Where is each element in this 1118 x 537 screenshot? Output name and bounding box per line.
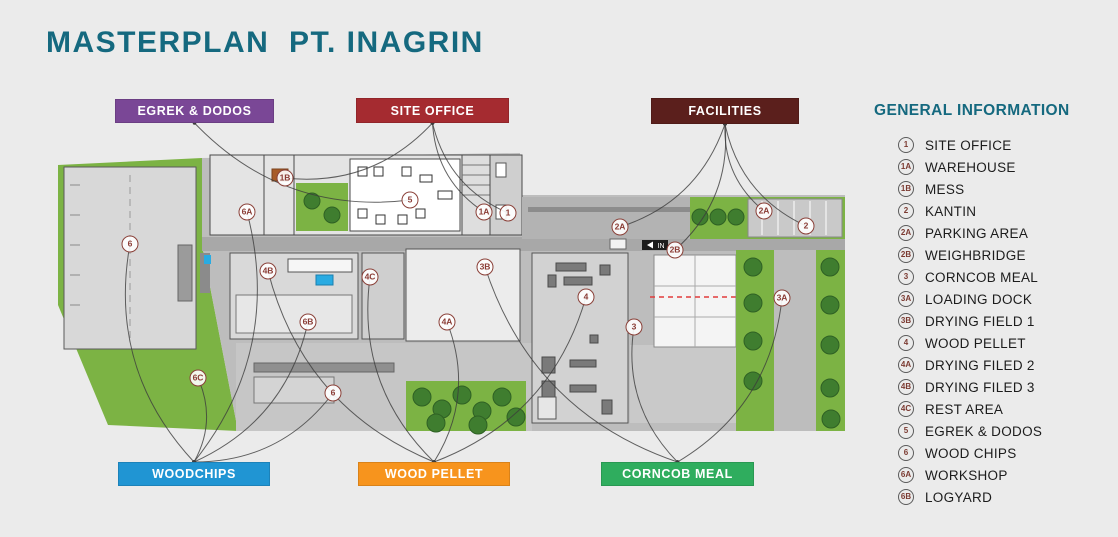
info-item-marker-badge: 2B bbox=[898, 247, 914, 264]
info-item-marker-badge: 5 bbox=[898, 423, 914, 440]
info-item-marker-badge: 2A bbox=[898, 225, 914, 242]
info-item-6B: 6B LOGYARD bbox=[898, 486, 1114, 508]
map-marker-1A: 1A bbox=[475, 203, 493, 221]
page-title: MASTERPLAN PT. INAGRIN bbox=[46, 26, 484, 59]
info-item-label: DRYING FIELD 1 bbox=[925, 313, 1035, 329]
info-item-marker-badge: 6B bbox=[898, 489, 914, 506]
map-marker-6B: 6B bbox=[299, 313, 317, 331]
site-office-complex bbox=[209, 154, 523, 236]
info-item-label: MESS bbox=[925, 181, 965, 197]
info-item-3B: 3B DRYING FIELD 1 bbox=[898, 310, 1114, 332]
legend-box-wood-pellet: WOOD PELLET bbox=[358, 462, 510, 486]
info-item-label: EGREK & DODOS bbox=[925, 423, 1043, 439]
info-item-label: CORNCOB MEAL bbox=[925, 269, 1039, 285]
info-item-1A: 1A WAREHOUSE bbox=[898, 156, 1114, 178]
info-item-marker-badge: 3 bbox=[898, 269, 914, 286]
info-item-6A: 6A WORKSHOP bbox=[898, 464, 1114, 486]
grass-right bbox=[736, 250, 845, 431]
north-road-and-parking bbox=[522, 197, 845, 239]
main-road bbox=[202, 237, 845, 251]
info-item-marker-badge: 4A bbox=[898, 357, 914, 374]
road-sign-label: IN bbox=[658, 243, 665, 250]
wood-pellet-plant bbox=[531, 252, 629, 424]
map-marker-6A: 6A bbox=[238, 203, 256, 221]
info-item-label: WOOD PELLET bbox=[925, 335, 1026, 351]
info-item-label: REST AREA bbox=[925, 401, 1004, 417]
info-item-4B: 4B DRYING FILED 3 bbox=[898, 376, 1114, 398]
map-marker-1B: 1B bbox=[276, 169, 294, 187]
info-item-5: 5 EGREK & DODOS bbox=[898, 420, 1114, 442]
info-item-label: DRYING FILED 3 bbox=[925, 379, 1035, 395]
map-marker-4: 4 bbox=[577, 288, 595, 306]
map-marker-1: 1 bbox=[499, 204, 517, 222]
info-item-marker-badge: 2 bbox=[898, 203, 914, 220]
map-marker-6: 6 bbox=[324, 384, 342, 402]
info-item-label: LOGYARD bbox=[925, 489, 993, 505]
general-information-heading: GENERAL INFORMATION bbox=[874, 102, 1070, 119]
gate-sign: IN bbox=[609, 238, 668, 250]
info-item-marker-badge: 3A bbox=[898, 291, 914, 308]
info-item-4A: 4A DRYING FILED 2 bbox=[898, 354, 1114, 376]
info-item-6: 6 WOOD CHIPS bbox=[898, 442, 1114, 464]
info-item-label: SITE OFFICE bbox=[925, 137, 1012, 153]
map-marker-3: 3 bbox=[625, 318, 643, 336]
info-item-marker-badge: 1A bbox=[898, 159, 914, 176]
info-item-label: WEIGHBRIDGE bbox=[925, 247, 1026, 263]
info-item-marker-badge: 1B bbox=[898, 181, 914, 198]
site-plan-art: IN bbox=[58, 153, 845, 435]
map-marker-2A: 2A bbox=[611, 218, 629, 236]
info-item-label: PARKING AREA bbox=[925, 225, 1029, 241]
legend-box-egrek-dodos: EGREK & DODOS bbox=[115, 99, 274, 123]
map-marker-6: 6 bbox=[121, 235, 139, 253]
info-item-1: 1 SITE OFFICE bbox=[898, 134, 1114, 156]
info-item-marker-badge: 4B bbox=[898, 379, 914, 396]
map-marker-2B: 2B bbox=[666, 241, 684, 259]
grass-bottom bbox=[406, 381, 526, 435]
left-warehouse-building bbox=[63, 166, 211, 350]
east-path bbox=[774, 250, 816, 431]
arrow-left-icon bbox=[647, 241, 653, 249]
info-item-marker-badge: 4C bbox=[898, 401, 914, 418]
info-item-3: 3 CORNCOB MEAL bbox=[898, 266, 1114, 288]
legend-box-facilities: FACILITIES bbox=[651, 98, 799, 124]
map-marker-2: 2 bbox=[797, 217, 815, 235]
info-item-marker-badge: 3B bbox=[898, 313, 914, 330]
map-marker-4B: 4B bbox=[259, 262, 277, 280]
info-item-label: WORKSHOP bbox=[925, 467, 1008, 483]
map-marker-5: 5 bbox=[401, 191, 419, 209]
info-item-label: DRYING FILED 2 bbox=[925, 357, 1035, 373]
map-marker-3B: 3B bbox=[476, 258, 494, 276]
info-item-2: 2 KANTIN bbox=[898, 200, 1114, 222]
info-item-marker-badge: 6A bbox=[898, 467, 914, 484]
info-item-1B: 1B MESS bbox=[898, 178, 1114, 200]
info-item-marker-badge: 4 bbox=[898, 335, 914, 352]
tree-row-north bbox=[691, 208, 745, 226]
info-item-3A: 3A LOADING DOCK bbox=[898, 288, 1114, 310]
map-marker-4A: 4A bbox=[438, 313, 456, 331]
info-item-label: WAREHOUSE bbox=[925, 159, 1016, 175]
legend-box-corncob-meal: CORNCOB MEAL bbox=[601, 462, 754, 486]
map-marker-3A: 3A bbox=[773, 289, 791, 307]
general-information-panel: GENERAL INFORMATION 1 SITE OFFICE 1A WAREHO… bbox=[874, 102, 1114, 508]
info-item-marker-badge: 1 bbox=[898, 137, 914, 154]
info-item-label: KANTIN bbox=[925, 203, 977, 219]
info-item-2A: 2A PARKING AREA bbox=[898, 222, 1114, 244]
map-marker-6C: 6C bbox=[189, 369, 207, 387]
legend-box-woodchips: WOODCHIPS bbox=[118, 462, 270, 486]
map-marker-2A: 2A bbox=[755, 202, 773, 220]
info-item-4C: 4C REST AREA bbox=[898, 398, 1114, 420]
general-information-list: 1 SITE OFFICE 1A WAREHOUSE 1B MESS 2 KANTIN 2A PA… bbox=[874, 134, 1114, 508]
legend-box-site-office: SITE OFFICE bbox=[356, 98, 509, 123]
info-item-label: WOOD CHIPS bbox=[925, 445, 1017, 461]
info-item-2B: 2B WEIGHBRIDGE bbox=[898, 244, 1114, 266]
info-item-marker-badge: 6 bbox=[898, 445, 914, 462]
info-item-label: LOADING DOCK bbox=[925, 291, 1033, 307]
info-item-4: 4 WOOD PELLET bbox=[898, 332, 1114, 354]
map-marker-4C: 4C bbox=[361, 268, 379, 286]
site-plan-map: IN bbox=[50, 145, 850, 440]
